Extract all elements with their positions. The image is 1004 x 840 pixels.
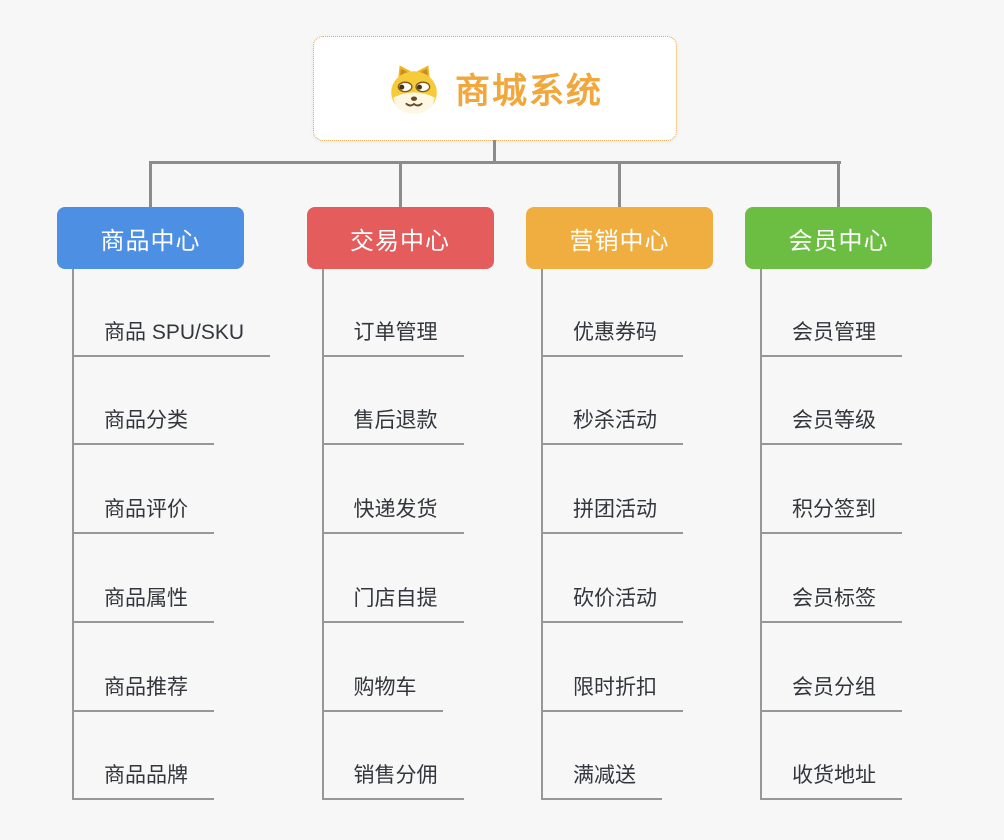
leaf-item[interactable]: 拼团活动 xyxy=(541,495,683,534)
leaf-item[interactable]: 会员等级 xyxy=(760,406,902,445)
branch-node-4[interactable]: 会员中心 xyxy=(745,207,932,269)
branch-node-label: 交易中心 xyxy=(350,227,450,255)
branch-node-label: 商品中心 xyxy=(100,227,201,255)
root-node[interactable]: 商城系统 xyxy=(313,36,677,141)
leaf-item[interactable]: 限时折扣 xyxy=(541,673,683,712)
leaf-item[interactable]: 积分签到 xyxy=(760,495,902,534)
leaf-item[interactable]: 商品属性 xyxy=(72,584,214,623)
leaf-item[interactable]: 购物车 xyxy=(321,673,443,712)
leaf-item[interactable]: 会员分组 xyxy=(760,673,902,712)
leaf-item[interactable]: 收货地址 xyxy=(760,761,902,800)
connector-bus xyxy=(149,161,841,164)
leaf-item[interactable]: 商品推荐 xyxy=(72,673,214,712)
root-node-label: 商城系统 xyxy=(454,72,603,111)
leaf-item[interactable]: 门店自提 xyxy=(321,584,464,623)
leaf-item[interactable]: 会员管理 xyxy=(760,318,902,357)
leaf-item[interactable]: 商品评价 xyxy=(72,495,214,534)
leaf-item[interactable]: 售后退款 xyxy=(321,406,464,445)
leaf-item[interactable]: 商品品牌 xyxy=(72,761,214,800)
branch-node-label: 会员中心 xyxy=(788,227,889,255)
branch-node-3[interactable]: 营销中心 xyxy=(526,207,713,269)
leaf-item[interactable]: 会员标签 xyxy=(760,584,902,623)
leaf-item[interactable]: 销售分佣 xyxy=(321,761,464,800)
branch-spine xyxy=(760,269,762,800)
branch-node-label: 营销中心 xyxy=(569,227,670,255)
connector-stem xyxy=(493,140,496,164)
leaf-item[interactable]: 优惠券码 xyxy=(541,318,683,357)
connector-drop xyxy=(149,161,152,207)
branch-node-1[interactable]: 商品中心 xyxy=(57,207,244,269)
connector-drop xyxy=(837,161,840,207)
leaf-item[interactable]: 订单管理 xyxy=(321,318,464,357)
connector-drop xyxy=(398,161,402,207)
leaf-item[interactable]: 商品 SPU/SKU xyxy=(72,318,271,357)
branch-spine xyxy=(541,269,543,800)
dog-face-icon xyxy=(387,62,441,116)
branch-spine xyxy=(72,269,74,800)
branch-spine xyxy=(321,269,324,800)
leaf-item[interactable]: 满减送 xyxy=(541,761,662,800)
leaf-item[interactable]: 秒杀活动 xyxy=(541,406,683,445)
connector-drop xyxy=(618,161,621,207)
branch-node-2[interactable]: 交易中心 xyxy=(306,207,494,269)
leaf-item[interactable]: 快递发货 xyxy=(321,495,464,534)
leaf-item[interactable]: 商品分类 xyxy=(72,406,214,445)
leaf-item[interactable]: 砍价活动 xyxy=(541,584,683,623)
